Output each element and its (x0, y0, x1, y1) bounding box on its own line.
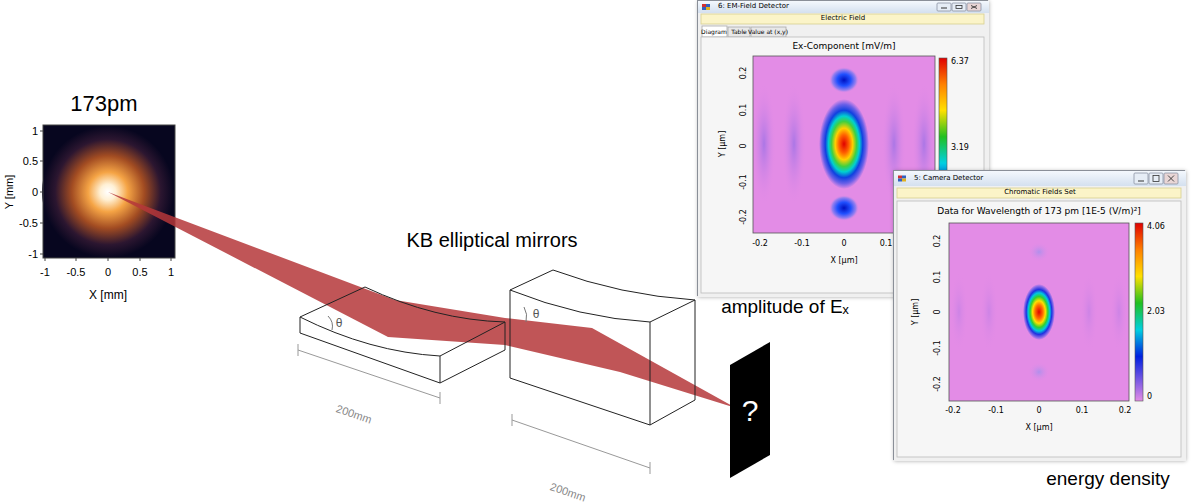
tick-label: -0.5 (19, 217, 38, 229)
detector-window: 5: Camera DetectorChromatic Fields SetDa… (893, 170, 1185, 460)
axis-title: X [µm] (830, 257, 857, 266)
plot-title: Ex-Component [mV/m] (792, 42, 895, 52)
angle-label: θ (533, 308, 540, 321)
dimension-label: 200mm (549, 480, 588, 503)
window-title: 5: Camera Detector (914, 175, 983, 183)
tick-label: 0.1 (1076, 407, 1089, 416)
dimension-label: 200mm (335, 402, 374, 425)
tick-label: 0.2 (934, 235, 943, 248)
angle-label: θ (336, 317, 343, 330)
tick-label: -0.5 (67, 266, 86, 278)
axis-title: X [mm] (89, 289, 127, 302)
tick-label: -0.1 (794, 240, 810, 249)
detector-screen: ? (728, 340, 772, 480)
tick-label: 0.2 (740, 67, 749, 80)
tick-label: 0.1 (740, 104, 749, 117)
tick-label: 1 (168, 266, 174, 278)
kb-mirror-2 (510, 270, 695, 425)
screen-mark: ? (742, 394, 759, 427)
caption-label: amplitude of Eₓ (721, 297, 849, 318)
caption-label: energy density (1046, 469, 1170, 490)
axis-title: X [µm] (1025, 424, 1052, 433)
axis-title: Y [µm] (912, 299, 921, 326)
tick-label: -1 (40, 266, 50, 278)
tick-label: -0.1 (934, 340, 943, 356)
tab-label: Value at (x,y) (748, 29, 788, 36)
tick-label: -0.2 (752, 240, 768, 249)
dimension-lines (298, 344, 650, 474)
panel-header: Chromatic Fields Set (1004, 189, 1076, 197)
beam-path (108, 192, 736, 408)
tick-label: 0.2 (1119, 407, 1132, 416)
colorbar-value: 4.06 (1147, 223, 1165, 232)
axis-title: Y [µm] (719, 131, 728, 158)
tick-label: -0.1 (988, 407, 1004, 416)
tick-label: 0 (1036, 407, 1041, 416)
component-label: KB elliptical mirrors (406, 229, 577, 251)
tick-label: 0 (934, 309, 943, 314)
tick-label: 1 (32, 125, 38, 137)
source-plot (43, 125, 175, 258)
window-title: 6: EM-Field Detector (718, 3, 789, 11)
tick-label: -0.2 (934, 376, 943, 392)
tick-label: 0 (841, 240, 846, 249)
tick-label: 0 (740, 143, 749, 148)
tick-label: 0 (105, 266, 111, 278)
colorbar-value: 2.03 (1147, 308, 1165, 317)
tab-label: Diagram (701, 29, 727, 36)
tick-label: 0.1 (934, 271, 943, 284)
tick-label: 0.1 (880, 240, 893, 249)
kb-mirror-1 (300, 287, 505, 383)
tick-label: 0.5 (23, 155, 38, 167)
tick-label: 0 (32, 186, 38, 198)
wavelength-label: 173pm (70, 92, 137, 116)
tick-label: -0.2 (740, 209, 749, 225)
panel-header: Electric Field (821, 15, 865, 23)
axis-ticks (40, 131, 171, 261)
plot-title: Data for Wavelength of 173 pm [1E-5 (V/m… (937, 207, 1141, 217)
plot-frame (43, 125, 175, 258)
tab-label: Table (731, 29, 747, 36)
axis-title: Y [mm] (3, 175, 15, 210)
tick-label: -0.1 (740, 174, 749, 190)
tick-label: -0.2 (945, 407, 961, 416)
tick-label: -1 (28, 248, 38, 260)
colorbar-value: 6.37 (951, 58, 969, 67)
colorbar-value: 3.19 (951, 144, 969, 153)
tick-label: 0.5 (132, 266, 147, 278)
colorbar-value: 0 (1147, 393, 1152, 402)
